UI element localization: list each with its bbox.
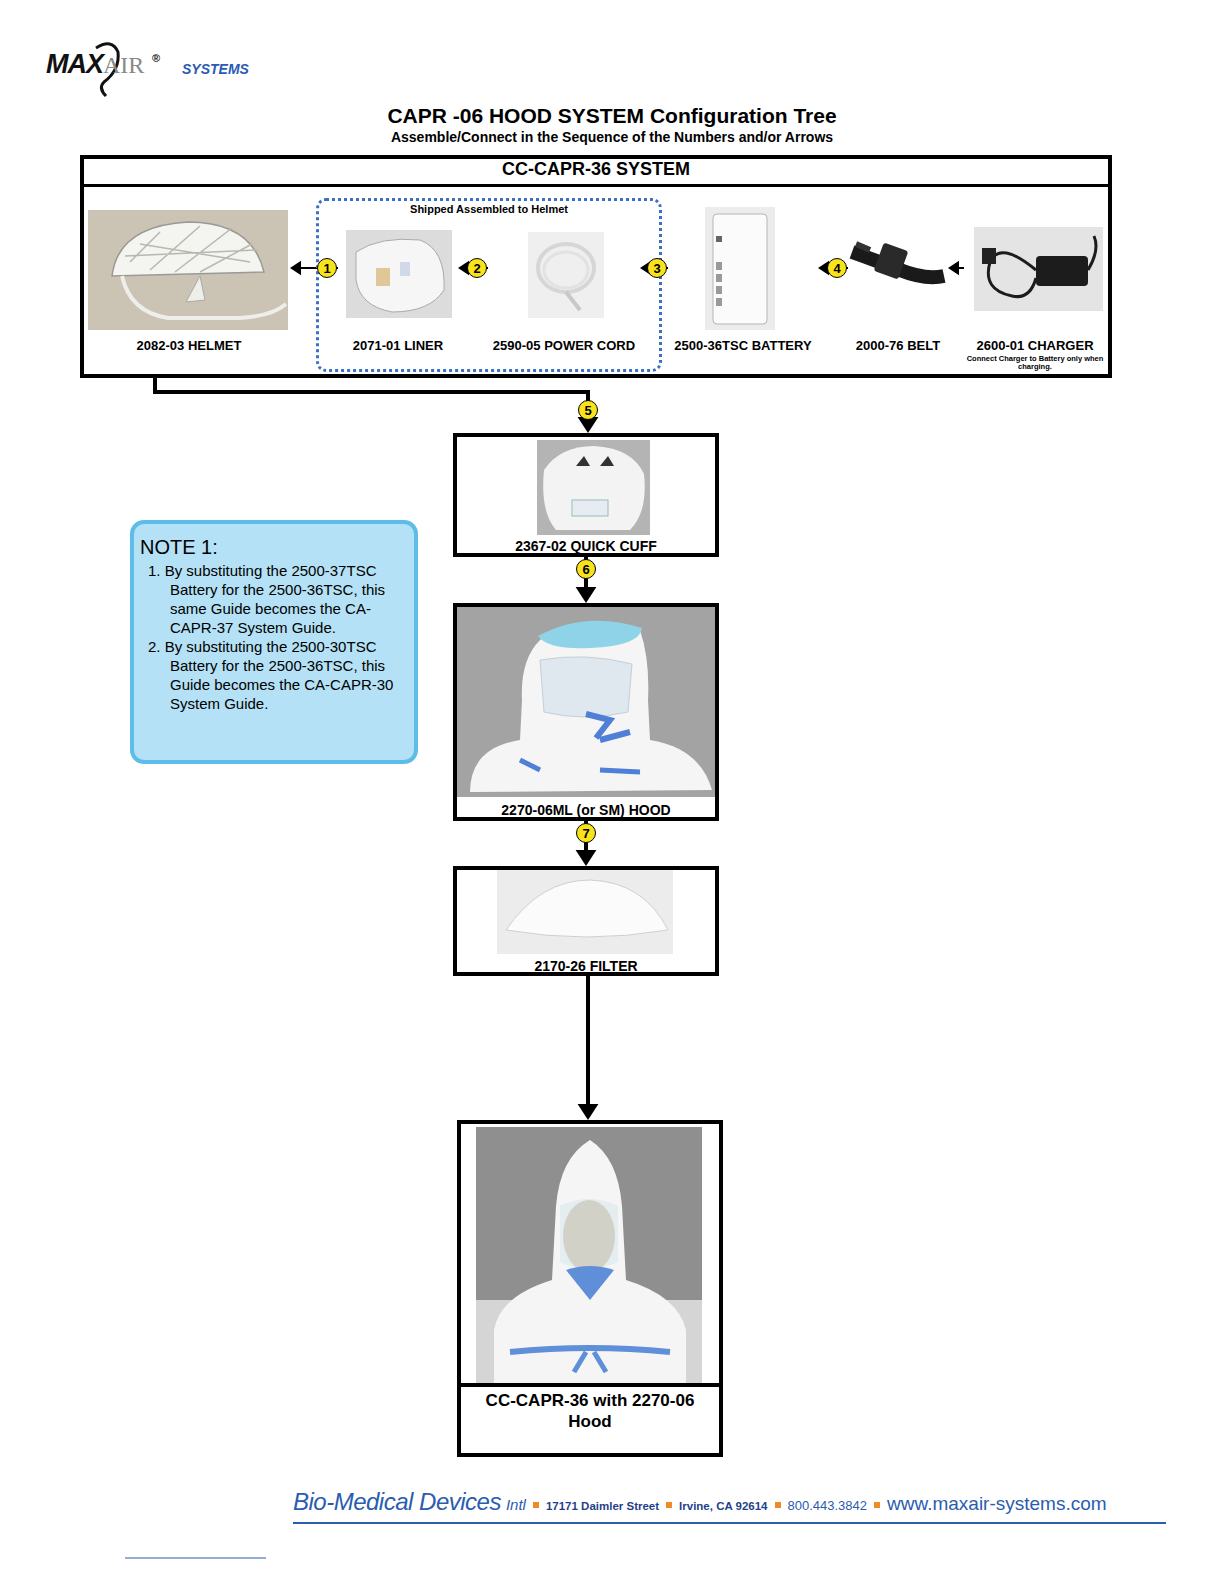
note-item: 1. By substituting the 2500-37TSC Batter… — [140, 561, 404, 637]
callout-number: 3 — [653, 261, 660, 276]
part-item: 2082-03 HELMET — [88, 208, 290, 358]
result-name: CC-CAPR-36 with 2270-06 Hood — [485, 1390, 695, 1432]
company-suffix: Intl — [506, 1496, 526, 1513]
part-name: 2500-36TSC BATTERY — [668, 338, 818, 353]
connector-arrow — [576, 821, 597, 866]
footer-rule — [125, 1558, 266, 1559]
finished-system-picture — [457, 1127, 723, 1385]
part-item: 2000-76 BELT — [848, 225, 948, 358]
connector-arrow — [155, 378, 598, 433]
logo-text: SYSTEMS — [182, 61, 249, 77]
callout-badge: 2 — [467, 258, 487, 278]
part-name: 2600-01 CHARGER — [964, 338, 1106, 353]
logo-mark: ® — [152, 52, 160, 64]
bullet-square — [775, 1502, 781, 1508]
website-text: www.maxair-systems.com — [887, 1493, 1107, 1515]
company-name: Bio-Medical Devices — [293, 1488, 501, 1516]
part-item: 2590-05 POWER CORD — [488, 225, 640, 358]
bullet-square — [533, 1502, 539, 1508]
callout-badge: 5 — [578, 400, 598, 420]
component-box: 2170-26 FILTER — [453, 866, 719, 976]
callout-number: 6 — [582, 562, 589, 577]
part-item: 2071-01 LINER — [338, 225, 458, 358]
connector-arrow — [948, 261, 964, 275]
part-name: 2082-03 HELMET — [88, 338, 290, 353]
address-text: 17171 Daimler Street — [546, 1500, 659, 1512]
charger-picture — [974, 227, 1103, 311]
assembly-group: Shipped Assembled to Helmet 2071-01 LINER… — [316, 198, 662, 372]
hood-picture — [457, 607, 715, 797]
battery-picture — [705, 207, 775, 330]
system-frame: CC-CAPR-36 SYSTEM Shipped Assembled to He… — [80, 155, 1112, 378]
arrow-head — [576, 850, 597, 866]
part-name: 2071-01 LINER — [338, 338, 458, 353]
helmet-picture — [88, 210, 288, 330]
callout-number: 7 — [582, 826, 589, 841]
part-name: 2170-26 FILTER — [457, 958, 715, 974]
callout-number: 4 — [833, 261, 840, 276]
arrow-head — [948, 261, 959, 275]
usage-note: Connect Charger to Battery only when cha… — [964, 355, 1106, 371]
system-heading: CC-CAPR-36 SYSTEM — [84, 159, 1108, 187]
address-text: Irvine, CA 92614 — [679, 1500, 767, 1512]
connector-arrow — [578, 976, 599, 1120]
component-box: 2367-02 QUICK CUFF — [453, 433, 719, 557]
diagram-title: CAPR -06 HOOD SYSTEM Configuration Tree — [0, 104, 1224, 128]
callout-badge: 3 — [647, 258, 667, 278]
liner-picture — [346, 230, 452, 318]
callout-number: 5 — [584, 403, 591, 418]
footer-bar: Bio-Medical Devices Intl 17171 Daimler Str… — [293, 1488, 1183, 1516]
group-heading: Shipped Assembled to Helmet — [319, 203, 659, 215]
callout-number: 2 — [473, 261, 480, 276]
callout-badge: 7 — [576, 823, 596, 843]
note-heading: NOTE 1: — [140, 536, 404, 559]
note-box: NOTE 1:1. By substituting the 2500-37TSC… — [130, 520, 418, 764]
phone-text: 800.443.3842 — [788, 1498, 868, 1513]
quick-cuff-picture — [537, 440, 650, 535]
connector-arrow — [576, 557, 597, 603]
part-name: 2590-05 POWER CORD — [488, 338, 640, 353]
filter-picture — [497, 870, 673, 954]
part-name: 2000-76 BELT — [848, 338, 948, 353]
callout-number: 1 — [323, 261, 330, 276]
arrow-head — [578, 1104, 599, 1120]
component-box: 2270-06ML (or SM) HOOD — [453, 603, 719, 821]
part-name: 2367-02 QUICK CUFF — [457, 538, 715, 554]
power-cord-picture — [528, 232, 604, 318]
footer-rule — [293, 1522, 1166, 1524]
connector-line — [155, 378, 588, 419]
logo-text: MAX — [46, 49, 103, 80]
part-item: 2600-01 CHARGER Connect Charger to Batter… — [964, 222, 1106, 372]
logo-text: AIR — [103, 52, 144, 79]
part-item: 2500-36TSC BATTERY — [668, 208, 818, 358]
arrow-head — [576, 587, 597, 603]
note-item: 2. By substituting the 2500-30TSC Batter… — [140, 637, 404, 713]
arrow-head — [290, 261, 301, 275]
callout-badge: 1 — [317, 258, 337, 278]
part-name: 2270-06ML (or SM) HOOD — [457, 802, 715, 818]
callout-badge: 6 — [576, 559, 596, 579]
belt-picture — [852, 242, 944, 279]
result-box: CC-CAPR-36 with 2270-06 Hood — [457, 1120, 723, 1457]
connector-line — [586, 976, 590, 1106]
bullet-square — [874, 1502, 880, 1508]
callout-badge: 4 — [827, 258, 847, 278]
diagram-subtitle: Assemble/Connect in the Sequence of the … — [0, 129, 1224, 145]
bullet-square — [666, 1502, 672, 1508]
